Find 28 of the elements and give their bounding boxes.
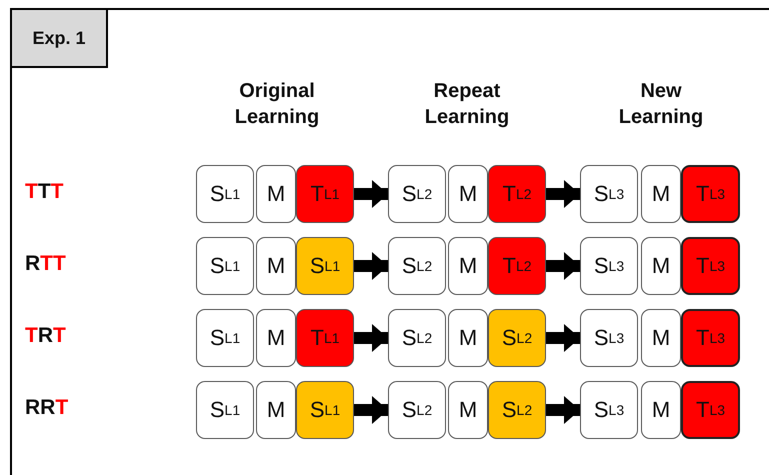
phase-box: M [641, 381, 681, 439]
phase-box: M [448, 237, 488, 295]
column-heading: Original Learning [234, 79, 320, 130]
phase-box: M [641, 165, 681, 223]
phase-box: M [256, 309, 296, 367]
phase-box: M [256, 237, 296, 295]
arrow [354, 180, 388, 208]
condition-label: TRT [25, 324, 66, 348]
experiment-tag: Exp. 1 [10, 8, 108, 68]
arrow [546, 180, 580, 208]
arrow [546, 324, 580, 352]
phase-box: M [448, 165, 488, 223]
arrow [546, 396, 580, 424]
phase-box: M [256, 165, 296, 223]
column-heading: New Learning [618, 79, 704, 130]
phase-box: M [448, 381, 488, 439]
arrow [354, 252, 388, 280]
phase-box: M [448, 309, 488, 367]
phase-box: M [256, 381, 296, 439]
condition-label: RRT [25, 396, 68, 420]
condition-label: TTT [25, 180, 64, 204]
arrow [354, 324, 388, 352]
phase-box: M [641, 309, 681, 367]
phase-box: M [641, 237, 681, 295]
column-heading: Repeat Learning [424, 79, 510, 130]
condition-label: RTT [25, 252, 66, 276]
arrow [546, 252, 580, 280]
arrow [354, 396, 388, 424]
